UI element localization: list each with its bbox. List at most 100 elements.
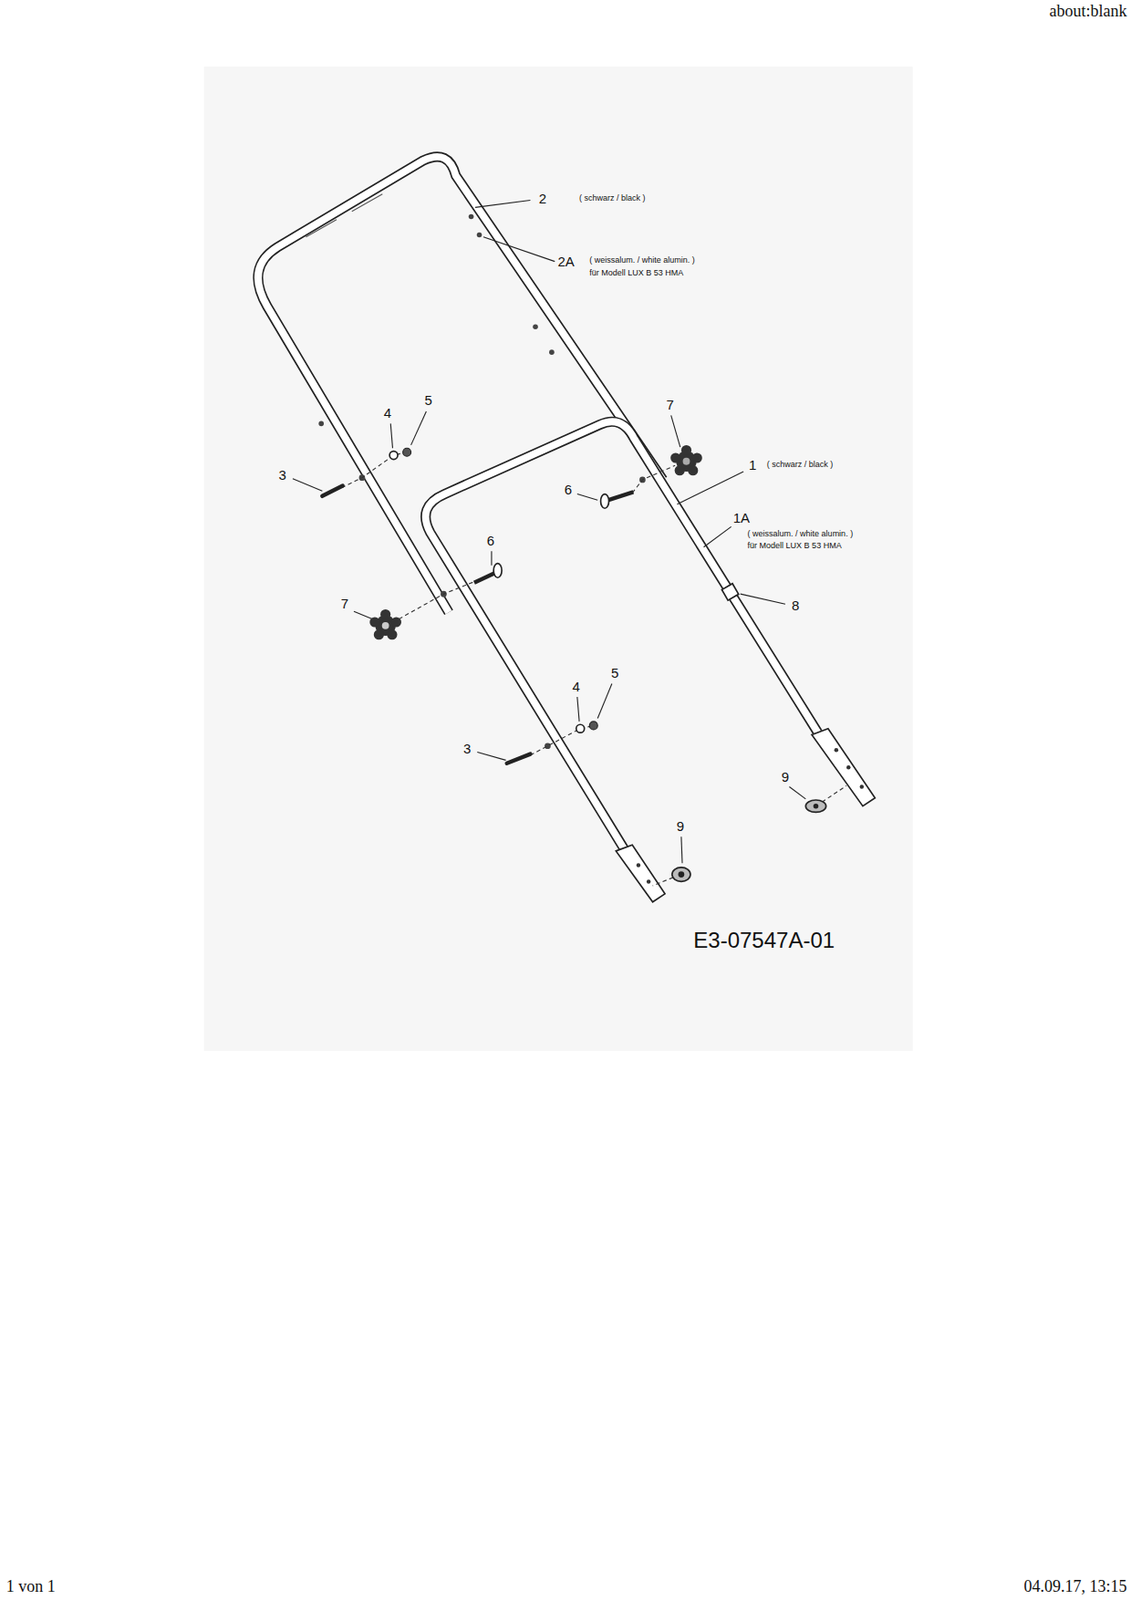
callout-number: 1A [733, 510, 750, 527]
knob-lobe [391, 616, 402, 627]
assembly-line [653, 877, 674, 886]
handle-bracket [672, 867, 691, 882]
handle-bracket [805, 799, 826, 812]
end-tab [811, 728, 875, 807]
part-note: für Modell LUX B 53 HMA [589, 269, 684, 279]
knob-lobe [687, 465, 698, 476]
bolt [601, 491, 634, 509]
assembly-line [392, 581, 474, 623]
callout-number: 2A [557, 254, 574, 270]
cable-clip [721, 583, 738, 601]
part-note: ( schwarz / black ) [579, 194, 646, 204]
leader-line [597, 684, 613, 719]
hole [318, 421, 324, 427]
lower-handle [425, 421, 876, 903]
hole [846, 765, 851, 769]
drawing-number: E3-07547A-01 [693, 928, 835, 953]
knob-hole [382, 622, 390, 630]
bolt-shank [474, 572, 496, 583]
tube-fill [258, 156, 664, 613]
washer [576, 724, 585, 733]
leader-lines [292, 200, 806, 864]
leader-line [411, 411, 427, 446]
part-note: ( weissalum. / white alumin. ) [747, 529, 854, 540]
grip-mark [305, 194, 383, 238]
callout-number: 6 [564, 481, 572, 498]
hardware [321, 445, 826, 882]
leader-line [740, 593, 786, 604]
callout-number: 9 [781, 769, 789, 786]
assembly-line [821, 785, 847, 802]
callout-number: 7 [665, 397, 674, 414]
part-note: für Modell LUX B 53 HMA [747, 541, 842, 551]
knob-hole [683, 457, 691, 466]
washer [389, 451, 398, 460]
knob-lobe [380, 609, 391, 620]
callout-number: 5 [611, 665, 619, 682]
leader-line [671, 415, 681, 447]
callout-number: 4 [383, 405, 392, 422]
callout-number: 8 [791, 598, 799, 614]
callout-number: 9 [676, 818, 685, 834]
bolt-head [601, 494, 610, 509]
leader-line [483, 237, 555, 262]
hole [834, 747, 839, 752]
tube-outline [258, 156, 664, 613]
leader-line [390, 423, 393, 448]
knob-lobe [692, 452, 703, 463]
callout-number: 4 [572, 678, 581, 695]
browser-header: about:blank [1049, 2, 1128, 21]
leader-line [704, 526, 732, 547]
knob-lobe [674, 465, 685, 476]
leader-line [477, 751, 506, 760]
upper-handle [258, 156, 664, 613]
bolt-shank [607, 491, 633, 500]
knob-lobe [386, 629, 397, 640]
page-footer: 04.09.17, 13:15 [1023, 1577, 1127, 1597]
knob-lobe [681, 445, 692, 456]
leader-line [577, 696, 580, 722]
star-knob [670, 445, 703, 476]
bracket-hole [813, 803, 820, 810]
callout-number: 3 [463, 740, 471, 757]
page-footer: 1 von 1 [6, 1577, 56, 1597]
callout-number: 6 [487, 532, 495, 549]
hole [646, 879, 651, 883]
hole [532, 323, 539, 330]
callout-number: 3 [279, 467, 287, 484]
bracket-hole [678, 871, 685, 878]
nut [403, 447, 412, 457]
leader-line [475, 200, 530, 208]
leader-line [788, 786, 806, 799]
carriage-bolt [321, 486, 343, 497]
carriage-bolt [507, 754, 531, 764]
tube-fill [425, 421, 819, 849]
drawing-ground [204, 66, 914, 1051]
hole [549, 349, 555, 355]
knob-lobe [373, 629, 384, 640]
leader-line [292, 478, 322, 491]
callout-number: 5 [424, 393, 432, 409]
bolt [474, 563, 502, 583]
assembly-lines [342, 452, 847, 886]
callout-number: 2 [539, 191, 547, 208]
leader-line [577, 494, 598, 501]
leader-line [353, 611, 374, 620]
leader-line [681, 836, 683, 863]
nut [589, 721, 598, 730]
hole [468, 214, 475, 220]
bracket-plate [672, 867, 691, 882]
part-note: ( weissalum. / white alumin. ) [589, 256, 696, 266]
callout-number: 7 [341, 596, 349, 613]
knob-lobe [670, 452, 681, 463]
tube-outline [425, 421, 819, 849]
bolt-head [493, 563, 502, 579]
bracket-plate [805, 799, 826, 812]
assembly-line [632, 465, 675, 493]
hole [544, 742, 551, 749]
hole [636, 862, 641, 867]
hole [860, 784, 864, 789]
leader-line [490, 550, 492, 566]
callout-number: 1 [748, 457, 757, 474]
